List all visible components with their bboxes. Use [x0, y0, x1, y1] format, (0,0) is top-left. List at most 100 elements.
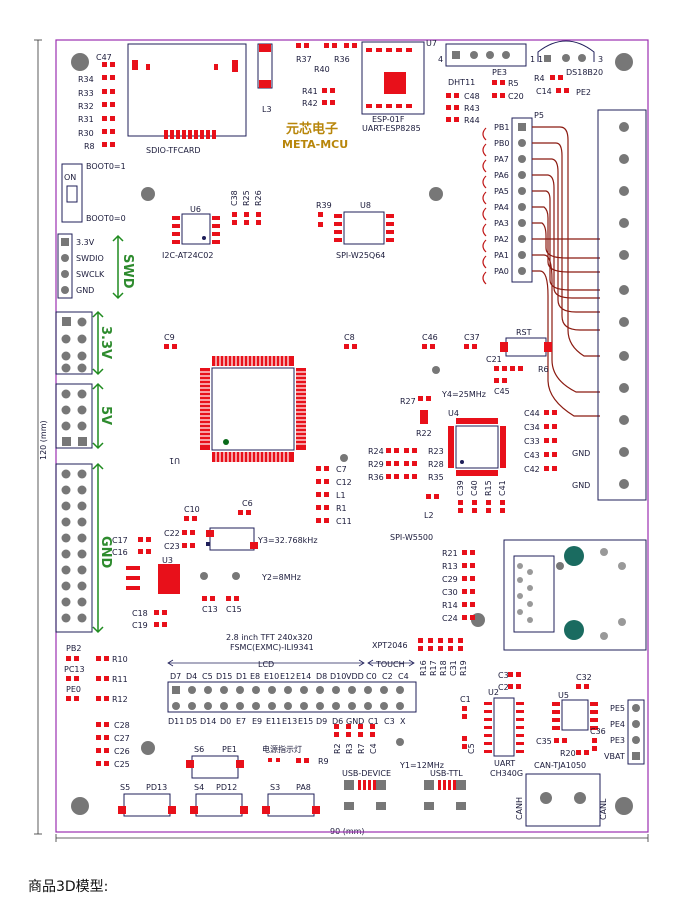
rail-5v-header: [55, 383, 93, 449]
ref-r8: R8: [84, 142, 95, 151]
ref-c48: C48: [464, 92, 480, 101]
ref-r22: R22: [416, 429, 432, 438]
p5-header: [511, 117, 533, 283]
ref-r35: R35: [428, 473, 444, 482]
pe-header-1: PE4: [610, 720, 625, 729]
rail-gnd-label: GND: [98, 536, 113, 569]
button-s4-ref: S4: [194, 783, 204, 792]
lcd-bottom-14: X: [400, 717, 406, 726]
ref-c29: C29: [442, 575, 458, 584]
button-s5-pin: PD13: [146, 783, 167, 792]
ref-c24: C24: [442, 614, 458, 623]
ref-c41: C41: [498, 480, 507, 496]
ds18b20-label: DS18B20: [566, 68, 603, 77]
ref-c33: C33: [524, 437, 540, 446]
ref-c28: C28: [114, 721, 130, 730]
ref-l2: L2: [424, 511, 434, 520]
height-dimension-label: 120 (mm): [39, 420, 48, 460]
ref-c6: C6: [242, 499, 253, 508]
u6-eeprom: [181, 213, 211, 245]
ref-c45: C45: [494, 387, 510, 396]
ref-r27: R27: [400, 397, 416, 406]
brand-cn: 元芯电子: [286, 121, 338, 137]
ref-r36b: R36: [368, 473, 384, 482]
touch-label: TOUCH: [375, 660, 405, 669]
pe2-pin3: 3: [598, 55, 603, 64]
button-s6-pin: PE1: [222, 745, 237, 754]
led-1-ref: PC13: [64, 665, 85, 674]
p5-traces: [532, 126, 600, 417]
button-s3-ref: S3: [270, 783, 280, 792]
boot-high-label: BOOT0=1: [86, 162, 126, 171]
swd-arrow: [112, 234, 124, 300]
p5-gnd-b: GND: [572, 481, 590, 490]
lcd-bottom-9: D9: [316, 717, 327, 726]
lcd-top-3: D15: [216, 672, 232, 681]
u4-w5500: [455, 425, 499, 469]
lcd-header: [167, 681, 417, 713]
can-l-label: CANL: [599, 798, 608, 820]
button-s4[interactable]: [195, 793, 243, 817]
pe-header-0: PE5: [610, 704, 625, 713]
rail-3v3-header: [55, 311, 93, 375]
rail-5v-label: 5V: [98, 406, 113, 425]
rtc-crystal: [209, 527, 255, 551]
pe2-label: PE2: [576, 88, 591, 97]
ref-c8: C8: [344, 333, 355, 342]
lcd-bottom-3: D0: [220, 717, 231, 726]
button-s5[interactable]: [123, 793, 171, 817]
boot-switch: [61, 163, 83, 223]
swd-pin-1: SWDIO: [76, 254, 104, 263]
ref-r40: R40: [314, 65, 330, 74]
ref-r41: R41: [302, 87, 318, 96]
lcd-bottom-11: GND: [346, 717, 364, 726]
button-s4-pin: PD12: [216, 783, 237, 792]
can-terminal: [525, 773, 601, 827]
touch-chip-label: XPT2046: [372, 641, 408, 650]
lcd-bottom-labels: D11 D5 D14 D0 E7 E9 E11 E13 E15 D9 D6 GN…: [168, 717, 406, 726]
lcd-top-13: C2: [382, 672, 393, 681]
lcd-bottom-7: E13: [282, 717, 297, 726]
ref-r20: R20: [560, 749, 576, 758]
lcd-bottom-4: E7: [236, 717, 246, 726]
pe3-header: [445, 43, 527, 67]
dimension-lines: [34, 39, 649, 842]
ref-c26: C26: [114, 747, 130, 756]
pe3-pin4: 4: [438, 55, 443, 64]
boot-switch-on: ON: [64, 173, 76, 182]
pe-header-2: PE3: [610, 736, 625, 745]
ref-c34: C34: [524, 423, 540, 432]
ref-c7: C7: [336, 465, 347, 474]
ref-r5: R5: [508, 79, 519, 88]
p5-pin-9: PA0: [494, 267, 509, 276]
button-s6[interactable]: [191, 755, 239, 779]
ref-c17: C17: [112, 536, 128, 545]
ref-c37: C37: [464, 333, 480, 342]
tf-card-footprint: [127, 43, 247, 137]
ref-c38: C38: [230, 190, 239, 206]
ref-r13: R13: [442, 562, 458, 571]
p5-pin-1: PB0: [494, 139, 509, 148]
lcd-bottom-6: E11: [266, 717, 281, 726]
ref-c21: C21: [486, 355, 502, 364]
lcd-top-labels: D7 D4 C5 D15 D1 E8 E10 E12 E14 D8 D10 VD…: [170, 672, 409, 681]
ref-c20: C20: [508, 92, 524, 101]
usb-device-label: USB-DEVICE: [342, 769, 391, 778]
usb-device-connector: [344, 780, 386, 810]
button-s3[interactable]: [267, 793, 315, 817]
ref-r33: R33: [78, 89, 94, 98]
ref-r14: R14: [442, 601, 458, 610]
lcd-bottom-0: D11: [168, 717, 184, 726]
button-s6-ref: S6: [194, 745, 204, 754]
ref-c18: C18: [132, 609, 148, 618]
lcd-top-9: D8: [316, 672, 327, 681]
ref-r1: R1: [336, 504, 347, 513]
ref-r43: R43: [464, 104, 480, 113]
right-connector-pins: [619, 122, 629, 489]
ref-u4: U4: [448, 409, 459, 418]
flash-label: SPI-W25Q64: [336, 251, 385, 260]
ref-c43: C43: [524, 451, 540, 460]
lcd-top-11: VDD: [346, 672, 364, 681]
rst-button[interactable]: [505, 337, 547, 357]
esp-module-label: ESP-01F: [372, 115, 405, 124]
